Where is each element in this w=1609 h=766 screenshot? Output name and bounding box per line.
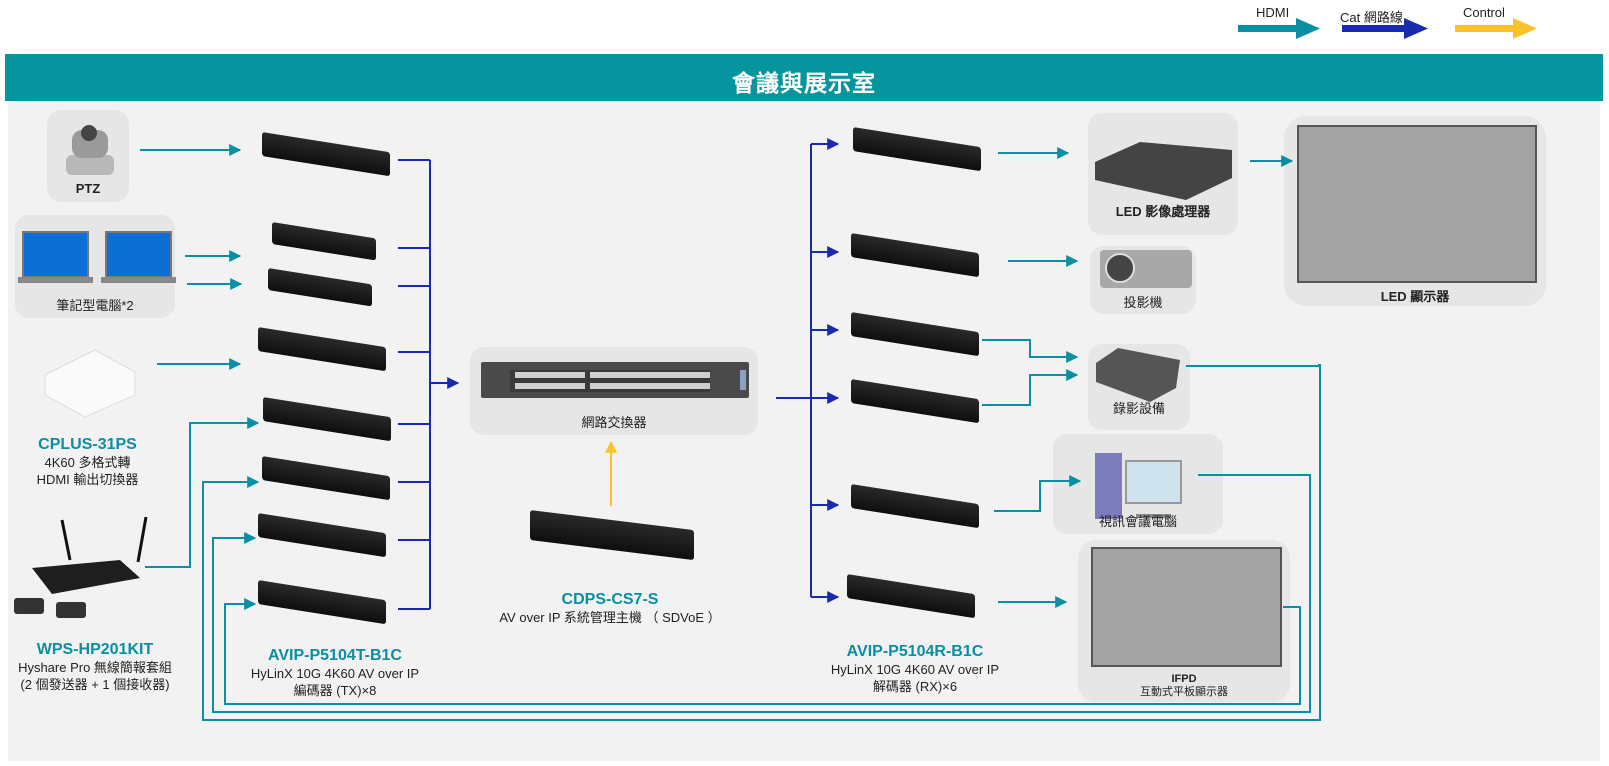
led-display-label: LED 顯示器 [1380,289,1450,304]
encoder-units [258,132,391,624]
wps-desc-1: Hyshare Pro 無線簡報套組 [18,660,172,675]
ifpd-subtitle: 互動式平板顯示器 [1140,686,1228,698]
decoder-desc-2: 解碼器 (RX)×6 [872,679,958,694]
projector-icon [1100,250,1192,288]
vc-pc-label: 視訊會議電腦 [1098,514,1177,529]
controller-model: CDPS-CS7-S [561,591,659,608]
ifpd-title: IFPD [1171,673,1197,685]
decoder-units [847,127,981,618]
page-title: 會議與展示室 [732,70,876,96]
decoder-desc-1: HyLinX 10G 4K60 AV over IP [830,662,1000,677]
controller-caption: CDPS-CS7-S AV over IP 系統管理主機 （ SDVoE ） [470,591,750,626]
legend-control-label: Control [1463,5,1505,20]
ptz-camera-icon [66,125,114,175]
controller-graphic [530,510,694,560]
hdmi-line-rx5-vcpc [994,475,1082,512]
wps-model: WPS-HP201KIT [36,641,154,658]
cplus-caption: CPLUS-31PS 4K60 多格式轉 HDMI 輸出切換器 [0,436,175,488]
hdmi-line-rx4-recorder [982,369,1079,406]
encoder-caption: AVIP-P5104T-B1C HyLinX 10G 4K60 AV over … [235,647,435,699]
wps-router-icon [14,516,148,618]
wps-desc-2: (2 個發送器 + 1 個接收器) [20,677,170,692]
network-switch-graphic [481,362,749,398]
laptop-icons [18,231,176,283]
cplus-model: CPLUS-31PS [38,436,137,453]
hdmi-line-rx3-recorder [982,339,1079,363]
switch-label: 網路交換器 [581,415,647,430]
vc-pc-icon [1095,453,1182,519]
legend-hdmi-arrow [1238,18,1320,39]
led-processor-label: LED 影像處理器 [1115,204,1211,219]
encoder-cat-bus [398,159,460,610]
cplus-device-icon [44,349,136,418]
decoder-cat-bus [776,138,840,603]
recorder-icon [1096,348,1180,402]
decoder-caption: AVIP-P5104R-B1C HyLinX 10G 4K60 AV over … [815,643,1015,695]
recorder-label: 錄影設備 [1112,401,1165,416]
led-display-screen [1297,125,1537,283]
legend-cat-arrow [1342,18,1428,39]
decoder-model: AVIP-P5104R-B1C [846,643,984,660]
legend-cat-label: Cat 網路線 [1340,10,1403,25]
encoder-model: AVIP-P5104T-B1C [268,647,402,664]
wps-caption: WPS-HP201KIT Hyshare Pro 無線簡報套組 (2 個發送器 … [0,641,190,693]
controller-desc: AV over IP 系統管理主機 （ SDVoE ） [499,610,721,625]
hdmi-line-vcpc-return [212,474,1311,713]
cplus-desc-2: HDMI 輸出切換器 [36,472,139,487]
cplus-desc-1: 4K60 多格式轉 [44,455,131,470]
hdmi-line-ifpd-return [224,598,1301,705]
encoder-desc-2: 編碼器 (TX)×8 [293,683,377,698]
ifpd-caption: IFPD 互動式平板顯示器 [1078,673,1290,699]
ifpd-screen [1091,547,1282,667]
hdmi-line-wps [145,417,260,568]
ptz-label: PTZ [75,181,101,196]
legend-control-arrow [1455,18,1537,39]
projector-label: 投影機 [1123,295,1163,310]
led-processor-icon [1095,142,1232,200]
header-banner: 會議與展示室 [5,54,1603,101]
laptops-label: 筆記型電腦*2 [56,298,134,313]
encoder-desc-1: HyLinX 10G 4K60 AV over IP [250,666,420,681]
legend-hdmi-label: HDMI [1256,5,1290,20]
